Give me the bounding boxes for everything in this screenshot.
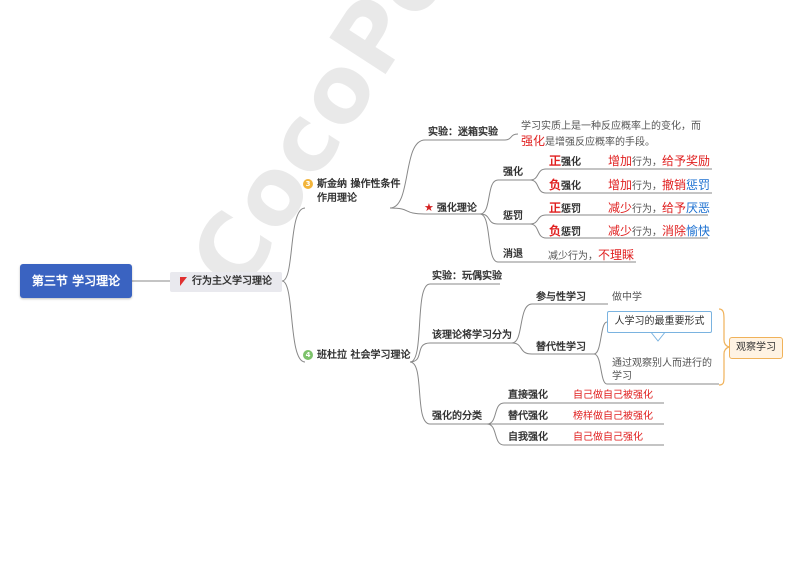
connector (389, 139, 426, 209)
desc-part: 减少 (608, 224, 633, 238)
negative-punish[interactable]: 负惩罚 (549, 224, 581, 240)
connector (486, 402, 505, 425)
participatory-learning[interactable]: 参与性学习 (536, 292, 586, 303)
vicarious-reinforcement-note: 榜样做自己被强化 (573, 411, 653, 422)
vicarious-learning[interactable]: 替代性学习 (536, 342, 586, 353)
extinction-desc: 减少行为，不理睬 (548, 248, 634, 264)
callout-pointer (649, 330, 667, 342)
connector (479, 213, 499, 263)
desc-part: 增加 (608, 154, 633, 168)
main-topic-label: 行为主义学习理论 (192, 276, 272, 287)
connector (281, 207, 306, 282)
positive-reinforce-label: 强化 (561, 157, 582, 168)
connector (529, 214, 547, 225)
positive-reinforce-desc: 增加行为，给予奖励 (608, 154, 710, 170)
desc-part: 给予 (662, 201, 687, 215)
main-topic[interactable]: 行为主义学习理论 (170, 272, 282, 292)
positive-punish[interactable]: 正惩罚 (549, 201, 581, 217)
bandura-title: 班杜拉 社会学习理论 (317, 350, 411, 361)
skinner-experiment[interactable]: 实验：迷箱实验 (428, 127, 498, 138)
desc-part: 给予 (662, 154, 687, 168)
connector (281, 280, 306, 363)
flag-icon (180, 277, 187, 286)
connector (504, 133, 519, 141)
experiment-note-rest: 是增强反应概率的手段。 (545, 137, 656, 148)
self-reinforcement-note: 自己做自己强化 (573, 432, 643, 443)
callout-note[interactable]: 人学习的最重要形式 (607, 311, 712, 333)
vicarious-note-line1: 通过观察别人而进行的 (612, 358, 712, 369)
negative-reinforce[interactable]: 负强化 (549, 178, 581, 194)
vicarious-reinforcement[interactable]: 替代强化 (508, 411, 548, 422)
negative-reinforce-desc: 增加行为，撤销惩罚 (608, 178, 710, 194)
connector (409, 342, 431, 363)
connector (529, 223, 547, 239)
extinction-node[interactable]: 消退 (503, 249, 523, 260)
participatory-note: 做中学 (612, 292, 642, 303)
desc-part: 减少行为， (548, 251, 598, 262)
negative-prefix: 负 (549, 178, 562, 192)
negative-prefix: 负 (549, 224, 562, 238)
reinforce-theory[interactable]: ★强化理论 (424, 201, 477, 216)
desc-part: 愉快 (686, 224, 711, 238)
star-icon: ★ (424, 201, 434, 214)
desc-part: 行为， (632, 204, 663, 215)
skinner-topic[interactable]: 3 斯金纳 操作性条件 (303, 178, 400, 192)
vicarious-note-line2: 学习 (612, 371, 632, 382)
observational-learning-tag[interactable]: 观察学习 (729, 337, 783, 359)
connector (479, 179, 499, 215)
reinforce-theory-label: 强化理论 (436, 203, 477, 214)
desc-part: 增加 (608, 178, 633, 192)
experiment-note-line1: 学习实质上是一种反应概率上的变化，而 (521, 121, 701, 132)
connector (511, 303, 533, 344)
skinner-title-line2: 作用理论 (317, 193, 357, 204)
desc-part: 奖励 (686, 154, 711, 168)
desc-part: 不理睬 (598, 248, 635, 262)
positive-prefix: 正 (549, 201, 562, 215)
connector (529, 168, 547, 181)
desc-part: 消除 (662, 224, 687, 238)
desc-part: 行为， (632, 181, 663, 192)
self-reinforcement[interactable]: 自我强化 (508, 432, 548, 443)
punishment-node[interactable]: 惩罚 (503, 211, 523, 222)
desc-part: 惩罚 (686, 178, 711, 192)
connector (409, 283, 431, 363)
priority-3-icon: 3 (303, 179, 313, 189)
summary-bracket (718, 308, 731, 386)
connector (409, 361, 431, 425)
connector (389, 207, 426, 215)
desc-part: 行为， (632, 227, 663, 238)
connector (593, 321, 608, 355)
positive-punish-label: 惩罚 (561, 204, 582, 215)
negative-punish-label: 惩罚 (561, 227, 582, 238)
negative-reinforce-label: 强化 (561, 181, 582, 192)
bandura-topic[interactable]: 4 班杜拉 社会学习理论 (303, 349, 410, 363)
desc-part: 减少 (608, 201, 633, 215)
desc-part: 厌恶 (686, 201, 711, 215)
learning-divides[interactable]: 该理论将学习分为 (432, 330, 512, 341)
direct-reinforcement-note: 自己做自己被强化 (573, 390, 653, 401)
root-topic[interactable]: 第三节 学习理论 (20, 264, 132, 298)
reinforce-node[interactable]: 强化 (503, 167, 523, 178)
desc-part: 行为， (632, 157, 663, 168)
connector (593, 353, 608, 385)
priority-4-icon: 4 (303, 350, 313, 360)
bandura-experiment[interactable]: 实验：玩偶实验 (432, 271, 502, 282)
connector (511, 342, 533, 355)
reinforcement-classification[interactable]: 强化的分类 (432, 411, 482, 422)
negative-punish-desc: 减少行为，消除愉快 (608, 224, 710, 240)
positive-punish-desc: 减少行为，给予厌恶 (608, 201, 710, 217)
positive-reinforce[interactable]: 正强化 (549, 154, 581, 170)
experiment-note-line2: 强化是增强反应概率的手段。 (521, 134, 655, 150)
positive-prefix: 正 (549, 154, 562, 168)
connector (486, 423, 505, 446)
desc-part: 撤销 (662, 178, 687, 192)
connector (529, 179, 547, 194)
skinner-title-line1: 斯金纳 操作性条件 (317, 179, 401, 190)
direct-reinforcement[interactable]: 直接强化 (508, 390, 548, 401)
experiment-note-keyword: 强化 (521, 134, 546, 148)
